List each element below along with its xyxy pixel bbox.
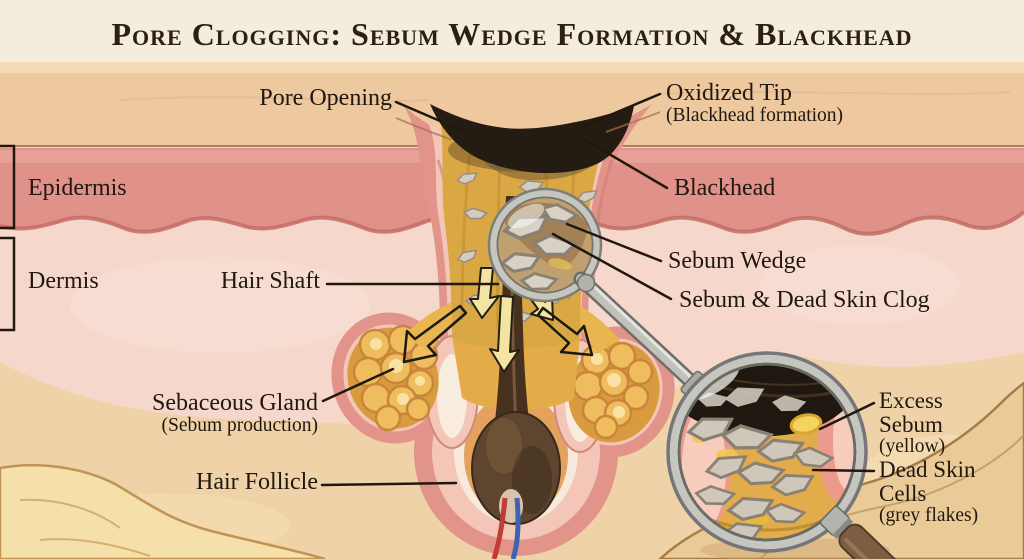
- leader-dead-skin-cells: [811, 468, 876, 473]
- leader-sebum-clog: [551, 232, 673, 301]
- sebaceous-gland-left: [347, 324, 439, 432]
- leader-sebaceous-gland: [321, 367, 395, 403]
- blood-vessel-red: [491, 497, 508, 559]
- leader-sebum-wedge: [565, 222, 663, 263]
- label-sebum-wedge: Sebum Wedge: [668, 248, 807, 274]
- label-hair-follicle: Hair Follicle: [196, 469, 318, 495]
- label-sebaceous-gland: Sebaceous Gland (Sebum production): [152, 390, 318, 437]
- leader-hair-follicle: [320, 481, 458, 487]
- page-title: Pore Clogging: Sebum Wedge Formation & B…: [111, 15, 913, 52]
- label-hair-shaft: Hair Shaft: [220, 268, 320, 294]
- label-pore-opening: Pore Opening: [259, 85, 392, 111]
- large-magnifier-lens: [666, 351, 911, 559]
- label-excess-sebum: Excess Sebum (yellow): [879, 388, 946, 458]
- blackhead-cap: [395, 104, 661, 181]
- blood-vessel-blue: [510, 497, 521, 559]
- label-oxidized-tip: Oxidized Tip (Blackhead formation): [666, 80, 844, 127]
- label-blackhead: Blackhead: [674, 175, 776, 201]
- hair-follicle-bulb: [471, 411, 561, 559]
- label-dead-skin-cells: Dead Skin Cells (grey flakes): [879, 457, 979, 527]
- leader-excess-sebum: [818, 401, 876, 431]
- label-epidermis: Epidermis: [28, 175, 127, 201]
- label-sebum-dead-skin-clog: Sebum & Dead Skin Clog: [679, 287, 930, 313]
- dermis-bracket: [0, 236, 16, 332]
- leader-lines: [0, 92, 876, 487]
- leader-oxidized-tip: [575, 92, 662, 131]
- sebaceous-gland-right: [568, 341, 660, 443]
- subcutaneous-fat-lobule: [0, 464, 326, 559]
- leader-pore-opening: [394, 100, 463, 132]
- label-dermis: Dermis: [28, 268, 99, 294]
- small-magnifier-lens: [487, 187, 603, 303]
- leader-blackhead: [580, 136, 669, 190]
- epidermis-bracket: [0, 144, 16, 230]
